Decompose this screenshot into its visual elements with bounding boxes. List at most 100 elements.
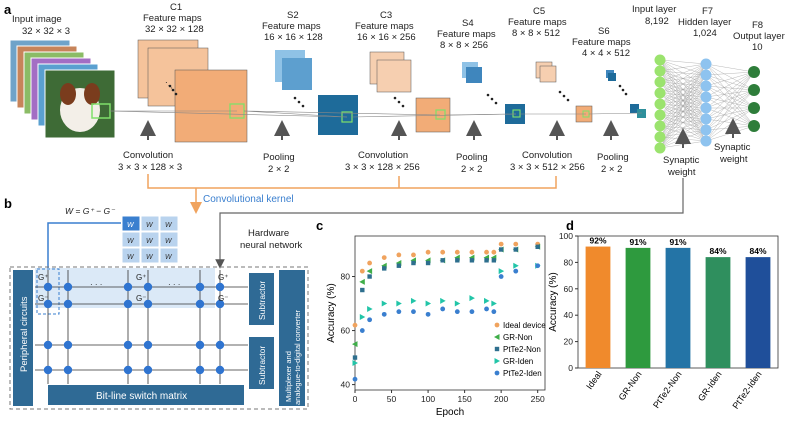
s4-sub: Feature maps — [437, 29, 496, 40]
data-point — [491, 249, 497, 255]
fc-network — [654, 54, 760, 154]
c3-title: C3 — [380, 10, 392, 21]
data-point — [425, 249, 431, 255]
y-axis-label: Accuracy (%) — [548, 272, 559, 331]
data-point — [352, 322, 358, 328]
bar-value-label: 92% — [589, 236, 606, 246]
fc-node — [748, 84, 760, 96]
pool2-label: Pooling — [456, 152, 488, 163]
subtractor-2 — [249, 337, 274, 389]
data-point — [498, 268, 505, 275]
x-tick-label: GR-Iden — [696, 369, 724, 403]
x-tick-label: 100 — [421, 394, 435, 404]
y-axis-label: Accuracy (%) — [326, 283, 337, 342]
memristor-cell — [143, 282, 153, 292]
mux-label: Multiplexer and — [284, 351, 293, 402]
data-point — [425, 260, 431, 266]
c3-dims: 16 × 16 × 256 — [357, 32, 416, 43]
fc-node — [654, 142, 666, 154]
g-label-5: G⁺ — [218, 273, 228, 282]
c1-title: C1 — [170, 2, 182, 13]
x-tick-label: Ideal — [584, 369, 603, 391]
bitline-block — [48, 385, 244, 405]
memristor-cell — [123, 282, 133, 292]
data-point — [366, 268, 373, 275]
layer-dots — [168, 84, 628, 108]
data-point — [455, 258, 460, 263]
s6-sub: Feature maps — [572, 37, 631, 48]
data-point — [440, 306, 446, 312]
x-tick-label: 150 — [458, 394, 472, 404]
data-point — [425, 311, 431, 317]
data-point — [440, 297, 446, 304]
fc-node — [654, 87, 666, 99]
data-point — [367, 260, 373, 266]
legend-label: GR-Non — [503, 333, 532, 342]
x-axis-label: Epoch — [436, 407, 464, 418]
fc-node — [700, 69, 712, 81]
conv3-label: Convolution — [522, 150, 572, 161]
fc-node — [654, 120, 666, 132]
peripheral-label: Peripheral circuits — [19, 296, 30, 372]
f7-title: F7 — [702, 6, 713, 17]
memristor-cell — [123, 299, 133, 309]
s4-dims: 8 × 8 × 256 — [440, 40, 488, 51]
c3-sub: Feature maps — [355, 21, 414, 32]
f7-count: 1,024 — [693, 28, 717, 39]
fc-node — [748, 102, 760, 114]
data-point — [352, 341, 358, 348]
fc-node — [700, 124, 712, 136]
x-tick-label: 50 — [387, 394, 397, 404]
memristor-cell — [143, 299, 153, 309]
kernel-link — [47, 222, 121, 270]
syn1-label-2: weight — [667, 167, 696, 178]
kernel-cell — [159, 231, 179, 248]
y-tick-label: 60 — [564, 284, 574, 294]
syn2-label: Synaptic — [714, 142, 751, 153]
f8-sub: Output layer — [733, 31, 785, 42]
memristor-cell — [43, 365, 53, 375]
kernel-cell-label: W — [146, 238, 154, 245]
memristor-cell — [63, 365, 73, 375]
f8-title: F8 — [752, 20, 763, 31]
memristor-cell — [215, 282, 225, 292]
g-label-1: G⁺ — [38, 273, 48, 282]
data-point — [469, 295, 475, 302]
conv3-dims: 3 × 3 × 512 × 256 — [510, 162, 585, 173]
data-point — [513, 268, 519, 274]
data-point — [454, 309, 460, 315]
pool3-label: Pooling — [597, 152, 629, 163]
kernel-cell — [121, 231, 141, 248]
memristor-cell — [43, 282, 53, 292]
fc-node — [700, 113, 712, 125]
c5-dims: 8 × 8 × 512 — [512, 28, 560, 39]
memristor-cell — [63, 340, 73, 350]
data-point — [352, 376, 358, 382]
c1-sub: Feature maps — [143, 13, 202, 24]
data-point — [411, 252, 416, 258]
input-layer-title: Input layer — [632, 4, 676, 15]
data-point — [367, 305, 373, 312]
bar-value-label: 91% — [669, 237, 686, 247]
crossbar-frame — [9, 266, 309, 410]
g-label-3: G⁺ — [136, 273, 146, 282]
subtractor-1-label: Subtractor — [257, 281, 267, 320]
memristor-cell — [63, 282, 73, 292]
bar-value-label: 84% — [749, 246, 766, 256]
crossbar-dots-2: · · · — [168, 280, 180, 289]
c1-feature-maps: ⋱ — [137, 39, 248, 143]
data-point — [469, 249, 475, 255]
bar-value-label: 91% — [629, 237, 646, 247]
fc-node — [700, 91, 712, 103]
fc-node — [654, 109, 666, 121]
kernel-cell — [121, 247, 141, 264]
kernel-cell-label: W — [127, 222, 135, 229]
syn2-label-2: weight — [719, 154, 748, 165]
conv2-label: Convolution — [358, 150, 408, 161]
data-point — [352, 355, 358, 360]
s6-feature-maps — [606, 70, 646, 118]
connection-lines — [109, 110, 643, 118]
y-tick-label: 100 — [559, 231, 573, 241]
y-tick-label: 40 — [564, 310, 574, 320]
input-image-dims: 32 × 32 × 3 — [22, 26, 70, 37]
